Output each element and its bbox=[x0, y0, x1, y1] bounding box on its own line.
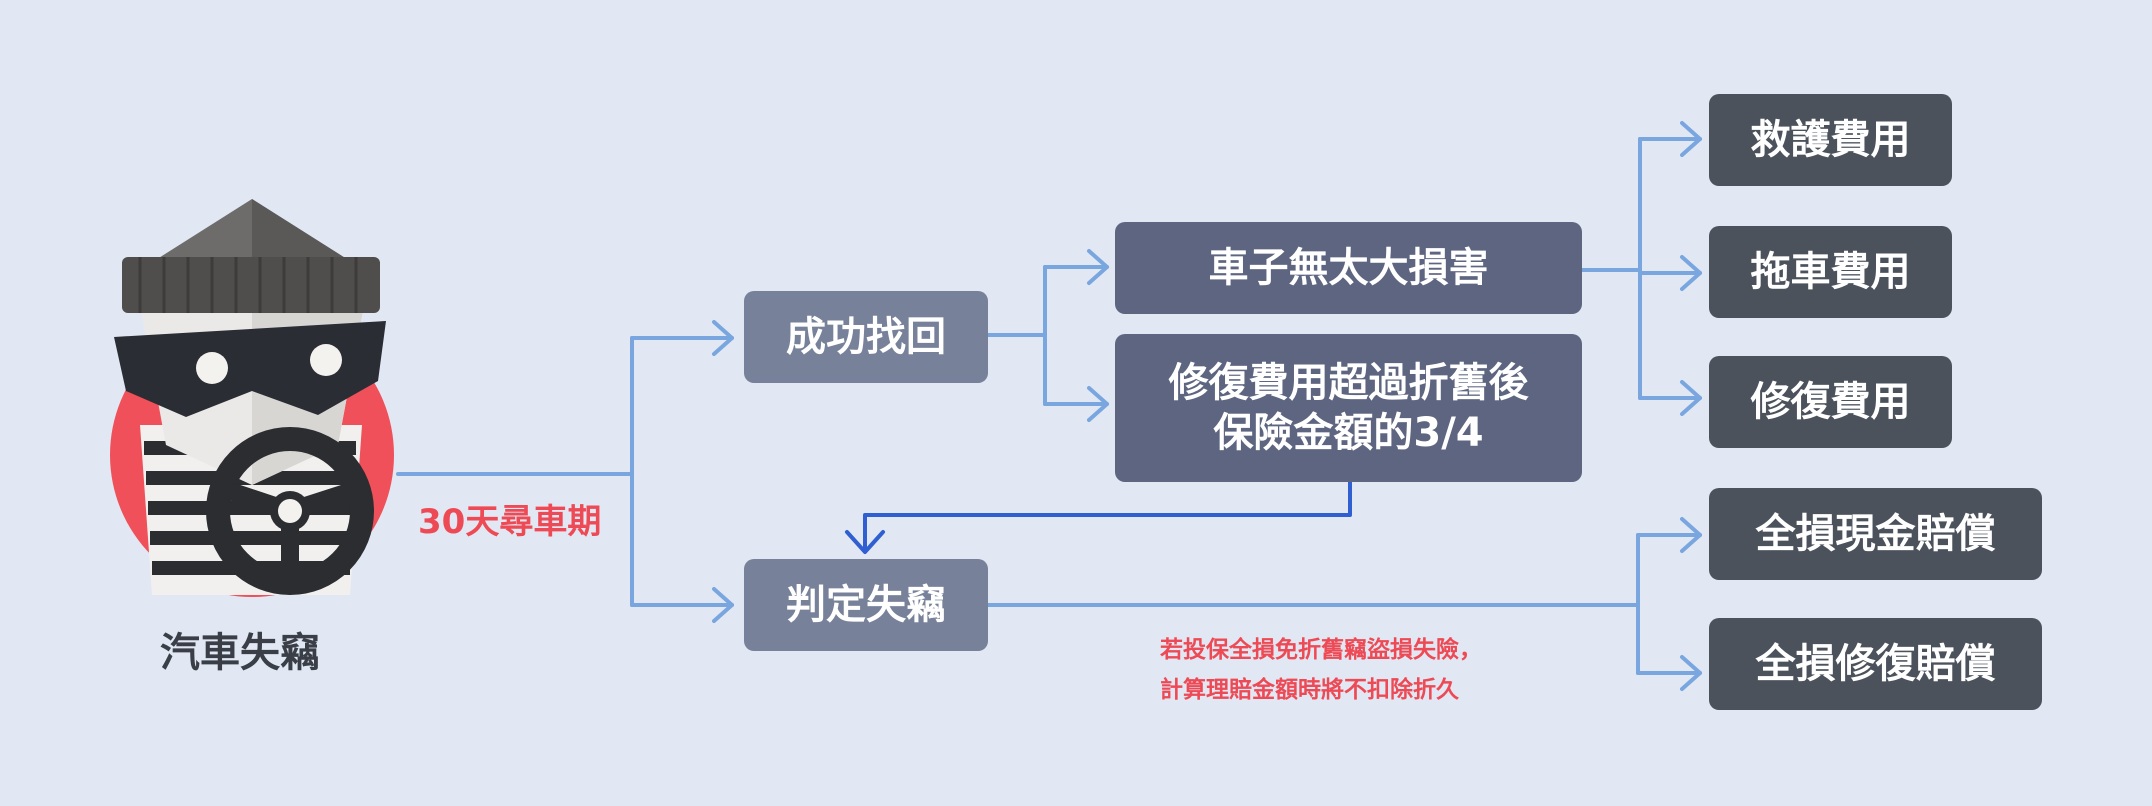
total-loss-repair-label: 全損修復賠償 bbox=[1755, 641, 1996, 687]
arrowhead-rescue bbox=[1680, 121, 1702, 157]
arrowhead-repair bbox=[1680, 380, 1702, 416]
total-loss-cash-label: 全損現金賠償 bbox=[1755, 511, 1996, 557]
arrowhead-found bbox=[712, 320, 734, 356]
arrowhead-minor bbox=[1087, 249, 1109, 285]
arrowhead-tow bbox=[1680, 255, 1702, 291]
depreciation-note: 若投保全損免折舊竊盜損失險， 計算理賠金額時將不扣除折久 bbox=[1160, 630, 1482, 710]
arrowhead-cash bbox=[1680, 517, 1702, 553]
tow-cost-label: 拖車費用 bbox=[1750, 249, 1911, 295]
eye-mask bbox=[114, 321, 386, 417]
arrowhead-repair-total bbox=[1680, 655, 1702, 691]
arrowhead-stolen bbox=[712, 587, 734, 623]
found-branch-label: 成功找回 bbox=[786, 314, 946, 360]
minor-damage-label: 車子無太大損害 bbox=[1208, 245, 1489, 291]
beanie bbox=[122, 199, 380, 313]
minor-damage-box: 車子無太大損害 bbox=[1115, 222, 1582, 314]
thief-label: 汽車失竊 bbox=[160, 630, 320, 676]
steering-wheel-icon bbox=[206, 427, 374, 595]
arrowhead-major-to-stolen bbox=[845, 530, 885, 554]
right-eye bbox=[310, 344, 342, 376]
found-branch-box: 成功找回 bbox=[744, 291, 988, 383]
rescue-cost-label: 救護費用 bbox=[1750, 117, 1911, 163]
car-thief-illustration bbox=[110, 199, 394, 597]
period-label: 30天尋車期 bbox=[418, 502, 602, 542]
major-damage-line1: 修復費用超過折舊後 bbox=[1168, 360, 1529, 406]
repair-cost-label: 修復費用 bbox=[1750, 379, 1911, 425]
major-damage-line2: 保險金額的3/4 bbox=[1213, 410, 1484, 456]
depreciation-note-line1: 若投保全損免折舊竊盜損失險， bbox=[1160, 637, 1482, 663]
rescue-cost-box: 救護費用 bbox=[1709, 94, 1952, 186]
total-loss-cash-box: 全損現金賠償 bbox=[1709, 488, 2042, 580]
tow-cost-box: 拖車費用 bbox=[1709, 226, 1952, 318]
stolen-branch-label: 判定失竊 bbox=[786, 582, 946, 628]
major-damage-box: 修復費用超過折舊後 保險金額的3/4 bbox=[1115, 334, 1582, 482]
depreciation-note-line2: 計算理賠金額時將不扣除折久 bbox=[1160, 677, 1459, 703]
repair-cost-box: 修復費用 bbox=[1709, 356, 1952, 448]
arrowhead-major bbox=[1087, 386, 1109, 422]
left-eye bbox=[196, 352, 228, 384]
stolen-branch-box: 判定失竊 bbox=[744, 559, 988, 651]
connector-major-to-stolen bbox=[863, 480, 1352, 552]
total-loss-repair-box: 全損修復賠償 bbox=[1709, 618, 2042, 710]
